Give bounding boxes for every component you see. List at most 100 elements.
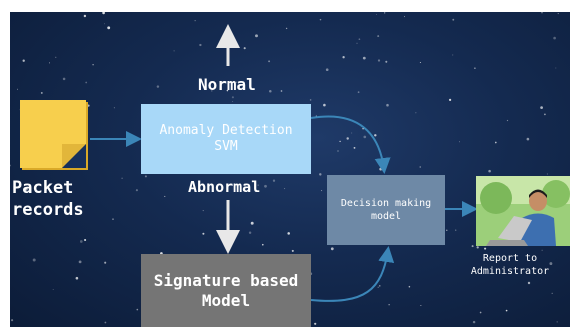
star-dot (374, 134, 377, 137)
star-dot (321, 190, 323, 192)
star-dot (455, 229, 457, 231)
star-dot (104, 261, 107, 264)
star-dot (92, 64, 94, 66)
star-dot (52, 289, 54, 290)
star-dot (264, 184, 267, 188)
star-dot (319, 18, 322, 21)
star-dot (55, 56, 57, 58)
star-dot (255, 34, 258, 38)
star-dot (25, 188, 28, 191)
star-dot (173, 50, 175, 52)
star-dot (459, 141, 460, 143)
star-dot (84, 238, 87, 242)
star-dot (452, 18, 455, 21)
edge-abnormal-label: Abnormal (188, 178, 261, 196)
star-dot (232, 101, 234, 102)
anomaly-detection-title: Anomaly Detection (159, 123, 293, 138)
star-dot (488, 169, 491, 173)
star-dot (314, 322, 317, 325)
star-dot (257, 184, 259, 186)
star-dot (199, 43, 202, 47)
star-dot (479, 311, 482, 314)
star-dot (419, 61, 421, 64)
star-dot (309, 99, 312, 101)
packet-records-label: Packet records (12, 177, 92, 221)
star-dot (231, 96, 234, 99)
star-dot (541, 249, 543, 251)
star-dot (112, 218, 114, 220)
star-dot (102, 12, 105, 15)
star-dot (164, 195, 166, 197)
star-dot (85, 81, 88, 84)
star-dot (549, 262, 553, 266)
star-dot (78, 260, 82, 264)
report-admin-label: Report to Administrator (460, 252, 560, 278)
star-dot (448, 98, 452, 102)
star-dot (555, 67, 557, 69)
document-icon (20, 100, 86, 168)
star-dot (553, 36, 556, 40)
report-line2: Administrator (470, 266, 550, 277)
star-dot (415, 112, 417, 114)
star-dot (10, 164, 11, 167)
star-dot (527, 281, 531, 285)
star-dot (546, 173, 548, 175)
star-dot (319, 173, 322, 176)
star-dot (541, 12, 543, 14)
star-dot (471, 245, 474, 248)
star-dot (357, 91, 360, 94)
star-dot (506, 119, 509, 122)
star-dot (544, 113, 546, 116)
star-dot (408, 285, 411, 288)
star-dot (377, 286, 379, 288)
star-dot (107, 26, 111, 30)
star-dot (540, 106, 543, 109)
anomaly-detection-method: SVM (214, 139, 238, 154)
star-dot (376, 13, 377, 15)
star-dot (235, 81, 238, 84)
star-dot (291, 249, 294, 252)
star-dot (377, 59, 381, 62)
star-dot (16, 88, 19, 90)
star-dot (337, 150, 339, 152)
star-dot (420, 305, 422, 306)
star-dot (494, 141, 497, 144)
star-dot (268, 60, 271, 63)
star-dot (353, 146, 356, 149)
star-dot (379, 285, 381, 287)
anomaly-detection-node: Anomaly Detection SVM (141, 104, 311, 174)
edge-normal-label: Normal (198, 75, 256, 94)
star-dot (136, 308, 139, 311)
star-dot (135, 189, 138, 192)
star-dot (330, 247, 334, 251)
star-dot (121, 177, 123, 179)
star-dot (287, 232, 290, 235)
star-dot (484, 247, 487, 250)
arrow-anomaly-to-decision (310, 115, 391, 174)
signature-model-line2: Model (201, 290, 251, 310)
star-dot (358, 38, 361, 41)
star-dot (551, 292, 553, 295)
decision-model-line1: Decision making (340, 198, 432, 209)
star-dot (75, 276, 79, 280)
star-dot (362, 56, 366, 60)
star-dot (250, 221, 254, 225)
star-dot (474, 67, 476, 69)
star-dot (226, 89, 229, 92)
star-dot (40, 91, 43, 94)
star-dot (419, 166, 421, 168)
star-dot (363, 135, 367, 139)
star-dot (144, 175, 147, 178)
star-dot (356, 42, 358, 44)
report-line1: Report to (482, 253, 538, 264)
star-dot (104, 23, 105, 25)
star-dot (49, 62, 50, 64)
star-dot (202, 232, 205, 235)
star-dot (269, 89, 272, 93)
signature-model-node: Signature based Model (141, 254, 311, 327)
star-dot (156, 85, 160, 88)
star-dot (446, 229, 448, 231)
star-dot (323, 103, 326, 107)
